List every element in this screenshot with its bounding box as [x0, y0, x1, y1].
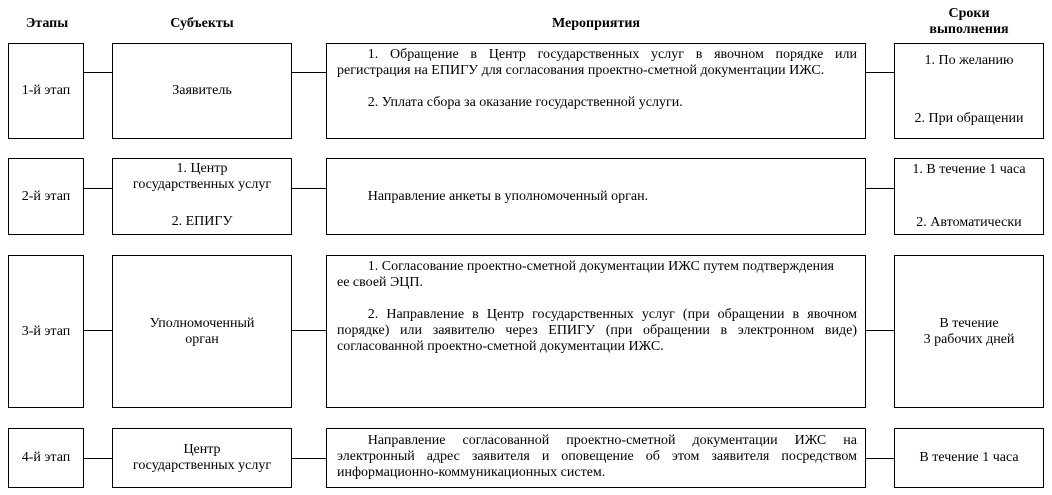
connector-line — [292, 458, 326, 459]
subject-line: 1. Центр — [176, 161, 228, 176]
header-deadlines-line1: Сроки — [948, 6, 990, 21]
subject-box: 1. Центр государственных услуг 2. ЕПИГУ — [112, 158, 292, 235]
header-deadlines: Сроки выполнения — [894, 6, 1044, 38]
activity-text: Направление анкеты в уполномоченный орга… — [367, 189, 649, 204]
deadline-text: 1. В течение 1 часа — [912, 162, 1026, 177]
stage-label: 2-й этап — [21, 188, 71, 204]
connector-line — [292, 72, 326, 73]
header-stages: Этапы — [25, 16, 69, 31]
connector-line — [84, 458, 112, 459]
activity-text: Направление согласованной проектно-сметн… — [337, 433, 857, 480]
connector-line — [866, 458, 894, 459]
deadline-text: 3 рабочих дней — [923, 331, 1015, 347]
deadline-text: 1. По желанию — [924, 53, 1014, 68]
stage-label: 4-й этап — [21, 450, 71, 465]
subject-line: орган — [185, 331, 219, 347]
deadline-text: В течение — [939, 315, 999, 331]
stage-label: 3-й этап — [21, 323, 71, 339]
subject-line: Уполномоченный — [149, 315, 255, 331]
subject-line: государственных услуг — [132, 458, 272, 473]
deadline-box: В течение 1 часа — [894, 428, 1044, 488]
activities-box: Направление анкеты в уполномоченный орга… — [326, 158, 866, 235]
connector-line — [84, 330, 112, 331]
deadline-box: 1. По желанию 2. При обращении — [894, 43, 1044, 139]
activities-box: 1. Обращение в Центр государственных усл… — [326, 43, 866, 139]
subject-line: государственных услуг — [132, 177, 272, 192]
connector-line — [866, 330, 894, 331]
stage-label: 1-й этап — [21, 83, 71, 98]
stage-box: 1-й этап — [8, 43, 84, 139]
deadline-text: В течение 1 часа — [919, 450, 1019, 465]
subject-line: Центр — [183, 442, 221, 457]
activity-text: 1. Согласование проектно-сметной докумен… — [367, 259, 834, 274]
activity-text: 2. Уплата сбора за оказание государствен… — [367, 95, 683, 110]
connector-line — [866, 188, 894, 189]
activity-text: ее своей ЭЦП. — [337, 275, 423, 290]
subject-text: Заявитель — [172, 83, 232, 98]
subject-text: 1. Центр государственных услуг — [133, 161, 271, 193]
deadline-box: 1. В течение 1 часа 2. Автоматически — [894, 158, 1044, 235]
subject-box: Уполномоченный орган — [112, 255, 292, 408]
subject-line: 2. ЕПИГУ — [171, 214, 233, 229]
subject-box: Центр государственных услуг — [112, 428, 292, 488]
activity-text: 1. Обращение в Центр государственных усл… — [337, 47, 857, 78]
header-deadlines-line2: выполнения — [929, 22, 1009, 37]
connector-line — [84, 72, 112, 73]
stage-box: 2-й этап — [8, 158, 84, 235]
header-subjects: Субъекты — [170, 16, 234, 31]
subject-box: Заявитель — [112, 43, 292, 139]
stage-box: 4-й этап — [8, 428, 84, 488]
activities-box: 1. Согласование проектно-сметной докумен… — [326, 255, 866, 408]
connector-line — [292, 330, 326, 331]
connector-line — [84, 188, 112, 189]
connector-line — [866, 72, 894, 73]
connector-line — [292, 188, 326, 189]
activity-text: 2. Направление в Центр государственных у… — [337, 307, 857, 354]
deadline-text: 2. При обращении — [914, 111, 1024, 126]
header-activities: Мероприятия — [551, 16, 641, 31]
deadline-box: В течение 3 рабочих дней — [894, 255, 1044, 408]
activities-box: Направление согласованной проектно-сметн… — [326, 428, 866, 488]
stage-box: 3-й этап — [8, 255, 84, 408]
deadline-text: 2. Автоматически — [916, 215, 1022, 230]
